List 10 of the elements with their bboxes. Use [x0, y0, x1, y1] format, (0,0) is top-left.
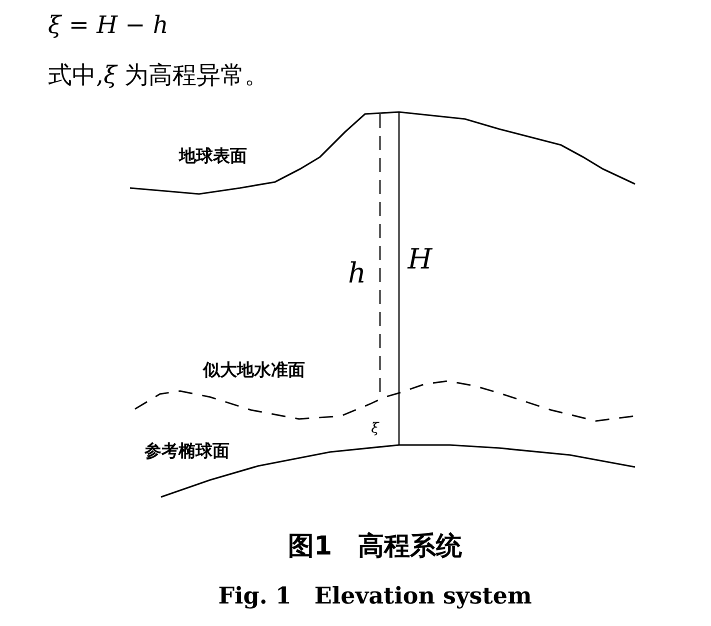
note-text: 式中,ξ 为高程异常。 [48, 62, 268, 88]
dimension-label: H [408, 244, 432, 276]
dimension-label: h [348, 258, 366, 290]
caption: 图1 高程系统 [288, 532, 462, 562]
surface-label: 参考椭球面 [144, 442, 230, 462]
dimension-label: ξ [371, 421, 379, 437]
surface-label: 似大地水准面 [203, 362, 305, 380]
surface-label: 地球表面 [179, 148, 247, 166]
formula: ξ = H − h [48, 12, 168, 38]
caption: Fig. 1 Elevation system [218, 583, 532, 609]
